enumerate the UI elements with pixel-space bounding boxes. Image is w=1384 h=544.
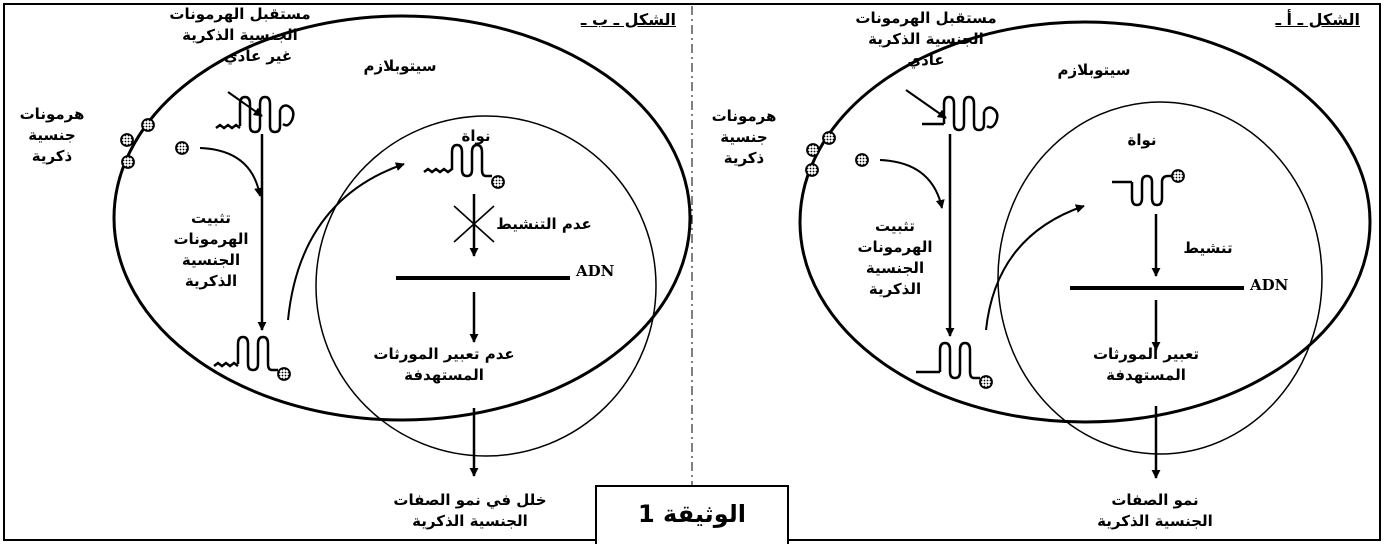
panel-b-activation-label: عدم التنشيط [496,215,592,233]
panel-a-receptor-line-1: مستقبل الهرمونات [855,9,997,27]
panel-a-hormone-arrow [879,159,945,209]
panel-a-title: الشكل ـ أ ـ [1275,10,1361,29]
panel-b-hormones-line-1: هرمونات [19,105,85,123]
panel-b-binding-label: تثبيت الهرمونات الجنسية الذكرية [166,208,256,292]
panel-a-graphics [798,20,1372,479]
panel-b-hormone-balls [120,118,189,169]
panel-b-expression-line-1: عدم تعبير المورثات [373,345,515,363]
panel-b-receptor-arrow [227,91,263,117]
panel-a-cell-membrane [798,20,1372,424]
panel-b-hormones-line-2: جنسية [28,126,76,144]
panel-a-activation-label: تنشيط [1183,239,1233,257]
document-title: الوثيقة 1 [638,500,746,528]
panel-b-outcome-label: خلل في نمو الصفات الجنسية الذكرية [380,490,560,532]
panel-b-receptor-line-3: غير عادي [223,47,293,65]
panel-b-graphics [112,14,692,477]
panel-a-adn-label: ADN [1250,276,1289,294]
panel-a-binding-line-3: الجنسية [865,259,925,277]
panel-a-receptor-nucleus [1112,174,1172,207]
panel-b-adn-label: ADN [576,262,615,280]
panel-a-outcome-line-1: نمو الصفات [1111,491,1199,509]
panel-b-binding-line-1: تثبيت [191,209,231,227]
panel-b-hormones-label: هرمونات جنسية ذكرية [14,104,90,167]
panel-b-binding-line-4: الذكرية [184,272,238,290]
panel-b-hormones-line-3: ذكرية [31,147,73,165]
panel-a-receptor-label: مستقبل الهرمونات الجنسية الذكرية عادي [846,8,1006,71]
panel-b-receptor-line-2: الجنسية الذكرية [182,26,298,44]
panel-a-receptor-line-3: عادي [907,51,945,69]
panel-a-hormones-line-3: ذكرية [723,149,765,167]
panel-b-receptor-label: مستقبل الهرمونات الجنسية الذكرية غير عاد… [160,4,320,67]
panel-b-import-arrow [287,162,405,321]
panel-a-hormone-balls [805,131,869,177]
panel-b-expression-line-2: المستهدفة [404,366,484,384]
document-title-box [595,485,789,544]
panel-a-nucleus [997,101,1323,455]
panel-b-nucleus-label: نواة [461,127,491,145]
panel-a-receptor-line-2: الجنسية الذكرية [868,30,984,48]
panel-b-receptor-top [215,95,295,134]
panel-b-hormone-arrow [199,147,264,197]
panel-b-receptor-nucleus [423,143,492,178]
panel-a-hormones-line-2: جنسية [720,128,768,146]
panel-a-receptor-arrow [905,89,947,119]
panel-a-hormones-line-1: هرمونات [711,107,777,125]
panel-b-receptor-bound [213,335,278,372]
panel-b-title: الشكل ـ ب ـ [580,10,676,29]
panel-b-outcome-line-2: الجنسية الذكرية [412,512,528,530]
panel-a-outcome-label: نمو الصفات الجنسية الذكرية [1080,490,1230,532]
panel-a-import-arrow [985,204,1085,331]
panel-a-binding-line-1: تثبيت [875,217,915,235]
panel-b-receptor-line-1: مستقبل الهرمونات [169,5,311,23]
panel-b-cytoplasm-label: سيتوبلازم [363,57,437,75]
panel-a-outcome-line-2: الجنسية الذكرية [1097,512,1213,530]
panel-a-binding-line-2: الهرمونات [857,238,933,256]
panel-a-binding-line-4: الذكرية [868,280,922,298]
panel-b-nucleus [315,115,657,457]
panel-b-outcome-line-1: خلل في نمو الصفات [393,491,547,509]
panel-a-cytoplasm-label: سيتوبلازم [1057,61,1131,79]
panel-a-binding-label: تثبيت الهرمونات الجنسية الذكرية [850,216,940,300]
panel-a-hormones-label: هرمونات جنسية ذكرية [706,106,782,169]
panel-b-expression-label: عدم تعبير المورثات المستهدفة [364,344,524,386]
panel-a-expression-label: تعبير المورثات المستهدفة [1076,344,1216,386]
panel-b-binding-line-2: الهرمونات [173,230,249,248]
panel-a-expression-line-2: المستهدفة [1106,366,1186,384]
panel-a-expression-line-1: تعبير المورثات [1092,345,1200,363]
panel-b-cell-membrane [112,14,692,422]
panel-a-nucleus-label: نواة [1127,131,1157,149]
panel-a-receptor-top [922,95,999,132]
panel-b-no-activation-cross [453,205,495,243]
panel-b-binding-line-3: الجنسية [181,251,241,269]
panel-a-receptor-bound [916,341,980,380]
